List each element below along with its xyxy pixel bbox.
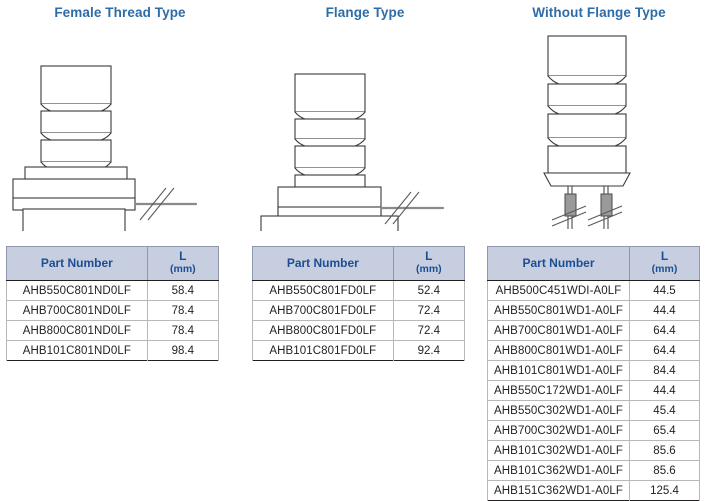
column-header-length: L (mm) [146, 246, 220, 281]
table-row: AHB550C801WD1-A0LF 44.4 [487, 300, 700, 321]
cell-length: 92.4 [392, 340, 466, 361]
cell-part-number: AHB550C801ND0LF [6, 280, 148, 301]
cell-part-number: AHB700C801FD0LF [252, 300, 394, 321]
section-title-female-thread-type: Female Thread Type [54, 5, 186, 20]
section-title-flange-type: Flange Type [325, 5, 405, 20]
column-header-length-unit: (mm) [169, 263, 196, 275]
column-header-part-number: Part Number [487, 246, 630, 281]
column-header-length: L (mm) [392, 246, 466, 281]
part-number-table-without-flange-type: Part Number L (mm) AHB500C451WDI-A0LF 44… [487, 246, 700, 501]
cell-length: 125.4 [629, 480, 700, 501]
section-title-without-flange-type: Without Flange Type [532, 5, 666, 20]
cell-length: 78.4 [146, 300, 220, 321]
cell-part-number: AHB101C801FD0LF [252, 340, 394, 361]
column-header-part-number: Part Number [252, 246, 394, 281]
cell-length: 85.6 [629, 460, 700, 481]
table-row: AHB700C801WD1-A0LF 64.4 [487, 320, 700, 341]
cell-length: 85.6 [629, 440, 700, 461]
cell-length: 78.4 [146, 320, 220, 341]
table-row: AHB101C302WD1-A0LF 85.6 [487, 440, 700, 461]
cell-part-number: AHB550C801FD0LF [252, 280, 394, 301]
pn-table-1: Part Number L (mm) AHB550C801ND0LF 58.4 … [6, 246, 220, 361]
section-flange-type: Flange Type [245, 0, 485, 488]
table-row: AHB101C801ND0LF 98.4 [6, 340, 220, 361]
column-header-part-number: Part Number [6, 246, 148, 281]
without-flange-type-sensor-drawing [486, 26, 712, 236]
cell-length: 44.4 [629, 300, 700, 321]
cell-length: 64.4 [629, 340, 700, 361]
cell-part-number: AHB800C801FD0LF [252, 320, 394, 341]
cell-length: 58.4 [146, 280, 220, 301]
table-row: AHB550C302WD1-A0LF 45.4 [487, 400, 700, 421]
column-header-length-symbol: L [425, 249, 433, 263]
cell-part-number: AHB151C362WD1-A0LF [487, 480, 630, 501]
female-thread-type-sensor-drawing [0, 26, 240, 236]
cell-part-number: AHB700C801WD1-A0LF [487, 320, 630, 341]
cell-length: 52.4 [392, 280, 466, 301]
section-without-flange-type: Without Flange Type [486, 0, 712, 501]
cell-part-number: AHB101C302WD1-A0LF [487, 440, 630, 461]
column-header-length-symbol: L [660, 249, 669, 263]
table-row: AHB700C801FD0LF 72.4 [252, 300, 466, 321]
table-row: AHB151C362WD1-A0LF 125.4 [487, 480, 700, 501]
table-row: AHB800C801FD0LF 72.4 [252, 320, 466, 341]
table-row: AHB550C801ND0LF 58.4 [6, 280, 220, 301]
cell-length: 98.4 [146, 340, 220, 361]
table-header-row: Part Number L (mm) [487, 246, 700, 281]
cell-part-number: AHB550C172WD1-A0LF [487, 380, 630, 401]
table-row: AHB101C801WD1-A0LF 84.4 [487, 360, 700, 381]
cell-part-number: AHB700C801ND0LF [6, 300, 148, 321]
table-row: AHB550C801FD0LF 52.4 [252, 280, 466, 301]
table-header-row: Part Number L (mm) [252, 246, 466, 281]
cell-length: 45.4 [629, 400, 700, 421]
cell-part-number: AHB101C801ND0LF [6, 340, 148, 361]
cell-length: 72.4 [392, 300, 466, 321]
table-header-row: Part Number L (mm) [6, 246, 220, 281]
cell-length: 64.4 [629, 320, 700, 341]
pn-table-2: Part Number L (mm) AHB550C801FD0LF 52.4 … [252, 246, 466, 361]
cell-part-number: AHB800C801ND0LF [6, 320, 148, 341]
pn-table-3: Part Number L (mm) AHB500C451WDI-A0LF 44… [487, 246, 700, 501]
cell-part-number: AHB700C302WD1-A0LF [487, 420, 630, 441]
table-row: AHB800C801ND0LF 78.4 [6, 320, 220, 341]
cell-length: 84.4 [629, 360, 700, 381]
cell-part-number: AHB800C801WD1-A0LF [487, 340, 630, 361]
cell-length: 65.4 [629, 420, 700, 441]
cell-part-number: AHB101C801WD1-A0LF [487, 360, 630, 381]
cell-length: 72.4 [392, 320, 466, 341]
column-header-length: L (mm) [629, 246, 700, 281]
cell-part-number: AHB550C302WD1-A0LF [487, 400, 630, 421]
table-row: AHB700C801ND0LF 78.4 [6, 300, 220, 321]
cell-length: 44.4 [629, 380, 700, 401]
cell-part-number: AHB500C451WDI-A0LF [487, 280, 630, 301]
table-row: AHB101C362WD1-A0LF 85.6 [487, 460, 700, 481]
cell-length: 44.5 [629, 280, 700, 301]
table-row: AHB550C172WD1-A0LF 44.4 [487, 380, 700, 401]
table-row: AHB700C302WD1-A0LF 65.4 [487, 420, 700, 441]
table-row: AHB800C801WD1-A0LF 64.4 [487, 340, 700, 361]
cell-part-number: AHB101C362WD1-A0LF [487, 460, 630, 481]
column-header-length-symbol: L [179, 249, 187, 263]
flange-type-sensor-drawing [245, 26, 485, 236]
part-number-table-female-thread-type: Part Number L (mm) AHB550C801ND0LF 58.4 … [6, 246, 220, 361]
column-header-length-unit: (mm) [415, 263, 442, 275]
column-header-length-unit: (mm) [651, 263, 678, 275]
table-row: AHB500C451WDI-A0LF 44.5 [487, 280, 700, 301]
cell-part-number: AHB550C801WD1-A0LF [487, 300, 630, 321]
part-number-table-flange-type: Part Number L (mm) AHB550C801FD0LF 52.4 … [252, 246, 466, 361]
table-row: AHB101C801FD0LF 92.4 [252, 340, 466, 361]
section-female-thread-type: Female Thread Type [0, 0, 240, 488]
